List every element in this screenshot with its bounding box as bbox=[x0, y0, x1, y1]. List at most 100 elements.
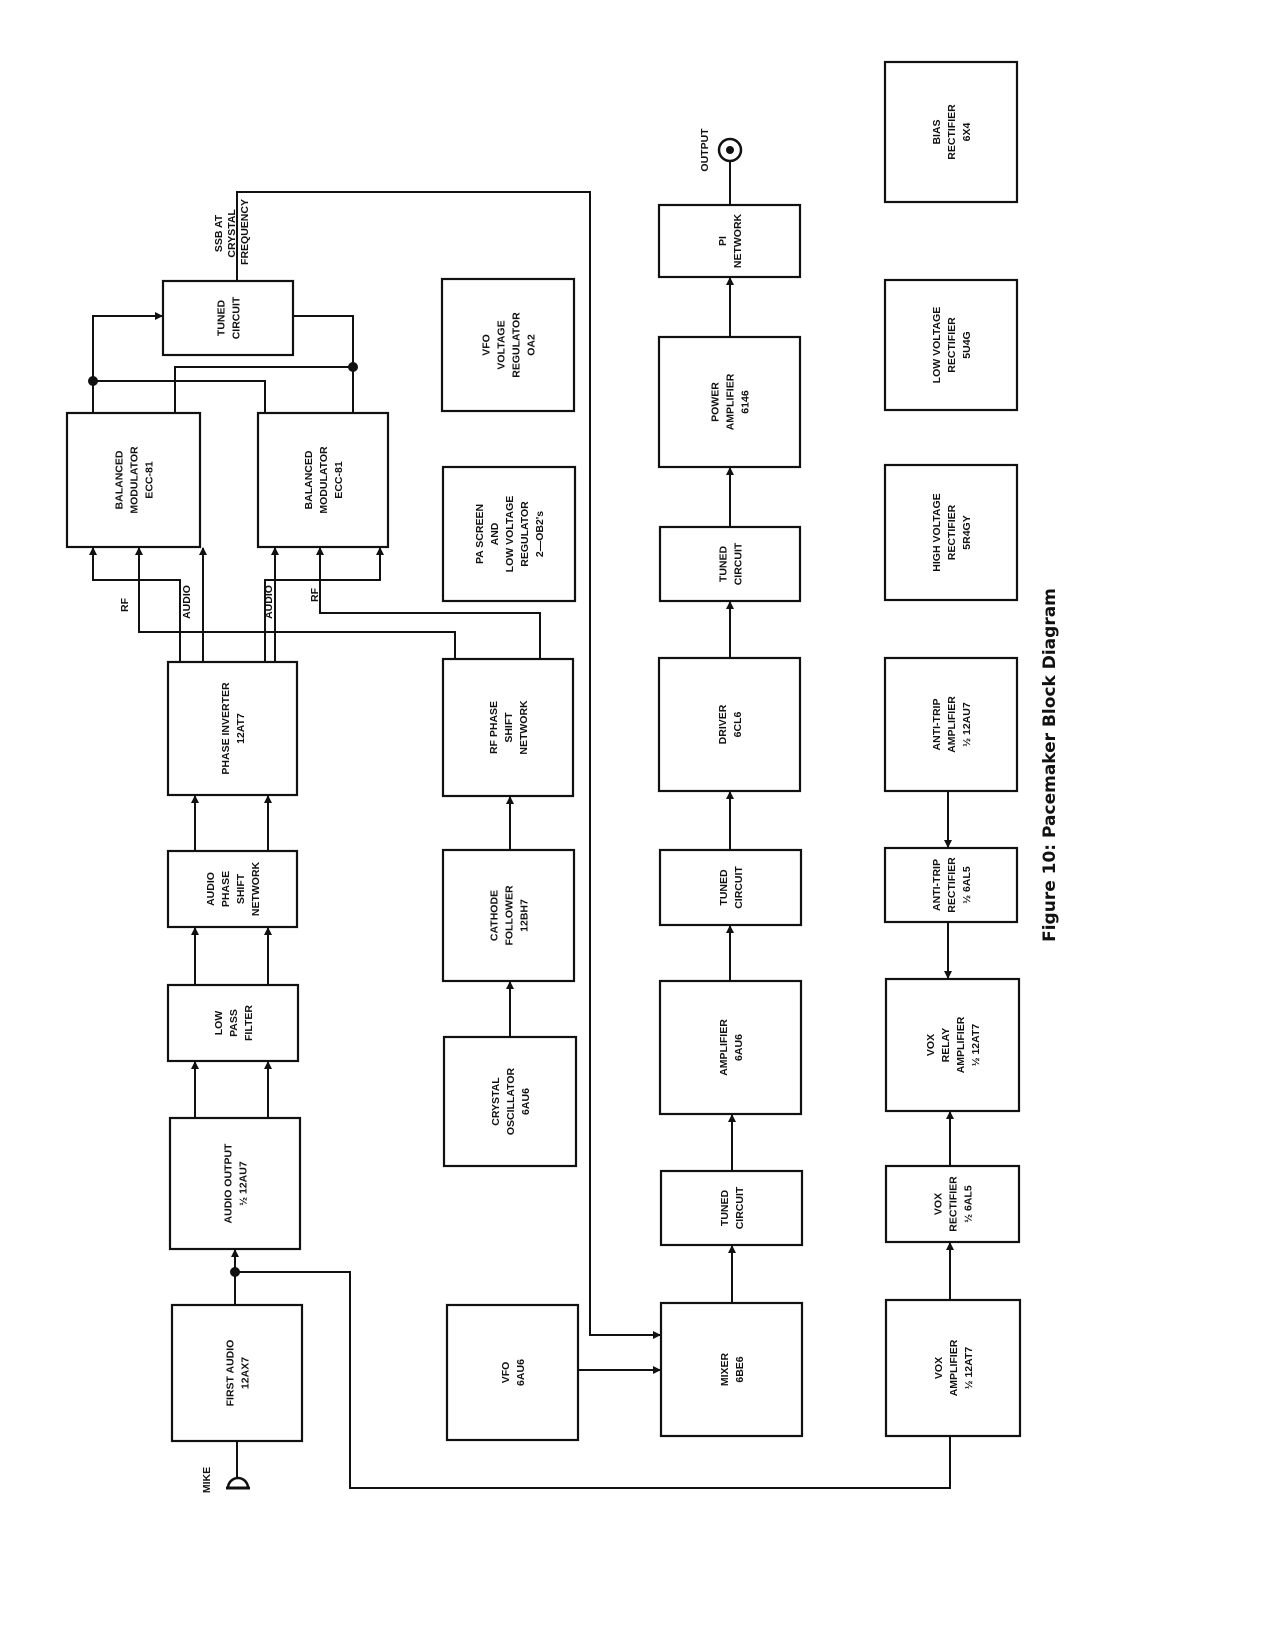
block-label-line: CIRCUIT bbox=[231, 296, 243, 339]
connection-wires bbox=[88, 162, 954, 1489]
block-label-line: AMPLIFIER bbox=[955, 1016, 967, 1073]
block-label-line: BALANCED bbox=[303, 450, 315, 509]
connection-wire bbox=[264, 547, 384, 662]
block-label-line: REGULATOR bbox=[511, 312, 523, 378]
block-label-line: ANTI-TRIP bbox=[931, 699, 943, 751]
block-label-line: ECC-81 bbox=[333, 461, 345, 499]
block-frame bbox=[883, 278, 1019, 412]
junction-dot bbox=[348, 362, 358, 372]
block-label-line: RECTIFIER bbox=[946, 317, 958, 373]
block-frame bbox=[658, 979, 803, 1116]
block-frame bbox=[657, 203, 802, 279]
block-label-line: CATHODE bbox=[489, 890, 501, 941]
connection-wire bbox=[293, 315, 354, 413]
block-label-line: VOX bbox=[933, 1357, 945, 1379]
block-frame bbox=[65, 411, 202, 549]
block-label-line: VOX bbox=[925, 1034, 937, 1056]
block-label-line: RF PHASE bbox=[488, 701, 500, 754]
block-frame bbox=[658, 525, 802, 603]
block-label-line: AMPLIFIER bbox=[948, 1339, 960, 1396]
block-label-line: CIRCUIT bbox=[734, 1186, 746, 1229]
block-frame bbox=[445, 1303, 580, 1442]
connection-wire bbox=[174, 366, 353, 413]
block-frame bbox=[657, 335, 802, 469]
block-label-line: PI bbox=[717, 236, 729, 246]
ssb-label: SSB AT CRYSTAL FREQUENCY bbox=[213, 199, 251, 265]
block-label-line: FOLLOWER bbox=[504, 885, 516, 945]
block-frame bbox=[441, 848, 576, 983]
connection-wire bbox=[135, 547, 456, 659]
block-label-line: FIRST AUDIO bbox=[225, 1340, 237, 1407]
block-label-line: AMPLIFIER bbox=[718, 1019, 730, 1076]
block-label-line: AND bbox=[489, 522, 501, 545]
block-label-line: 2—OB2's bbox=[534, 511, 546, 557]
block-frame bbox=[884, 1164, 1021, 1244]
figure-title: Figure 10: Pacemaker Block Diagram bbox=[1040, 588, 1060, 942]
block-label-line: NETWORK bbox=[250, 861, 262, 916]
block-frame bbox=[883, 463, 1019, 602]
block-label-line: TUNED bbox=[216, 300, 228, 337]
block-label-line: 5R4GY bbox=[961, 515, 973, 549]
block-label-line: RECTIFIER bbox=[946, 857, 958, 913]
block-label-line: CRYSTAL bbox=[490, 1077, 502, 1126]
signal-labels: SSB AT CRYSTAL FREQUENCY OUTPUT MIKE RF … bbox=[119, 128, 1060, 1493]
block-label-line: 5U4G bbox=[961, 331, 973, 358]
connection-wire bbox=[93, 380, 266, 413]
block-label-line: 6CL6 bbox=[732, 712, 744, 738]
block-label-line: PASS bbox=[228, 1009, 240, 1037]
block-label-line: 12AT7 bbox=[235, 713, 247, 744]
block-frame bbox=[440, 277, 576, 413]
block-frame bbox=[659, 1169, 804, 1247]
block-frame bbox=[883, 656, 1019, 793]
block-label-line: TUNED bbox=[718, 546, 730, 583]
block-frame bbox=[884, 1298, 1022, 1438]
block-label-line: CIRCUIT bbox=[733, 866, 745, 909]
block-label-line: NETWORK bbox=[518, 700, 530, 755]
block-label-line: SHIFT bbox=[235, 873, 247, 904]
block-label-line: LOW bbox=[213, 1011, 225, 1036]
block-label-line: BIAS bbox=[931, 119, 943, 144]
audio-label-1: AUDIO bbox=[181, 585, 193, 619]
block-label-line: 12BH7 bbox=[519, 899, 531, 932]
block-label-line: ½ 12AT7 bbox=[970, 1024, 982, 1067]
block-label-line: MODULATOR bbox=[129, 446, 141, 514]
block-label-line: 6AU6 bbox=[515, 1359, 527, 1386]
block-label-line: VFO bbox=[500, 1362, 512, 1384]
block-frame bbox=[442, 1035, 578, 1168]
block-label-line: 6AU6 bbox=[733, 1034, 745, 1061]
connection-wire bbox=[89, 547, 181, 662]
output-label: OUTPUT bbox=[699, 128, 711, 172]
